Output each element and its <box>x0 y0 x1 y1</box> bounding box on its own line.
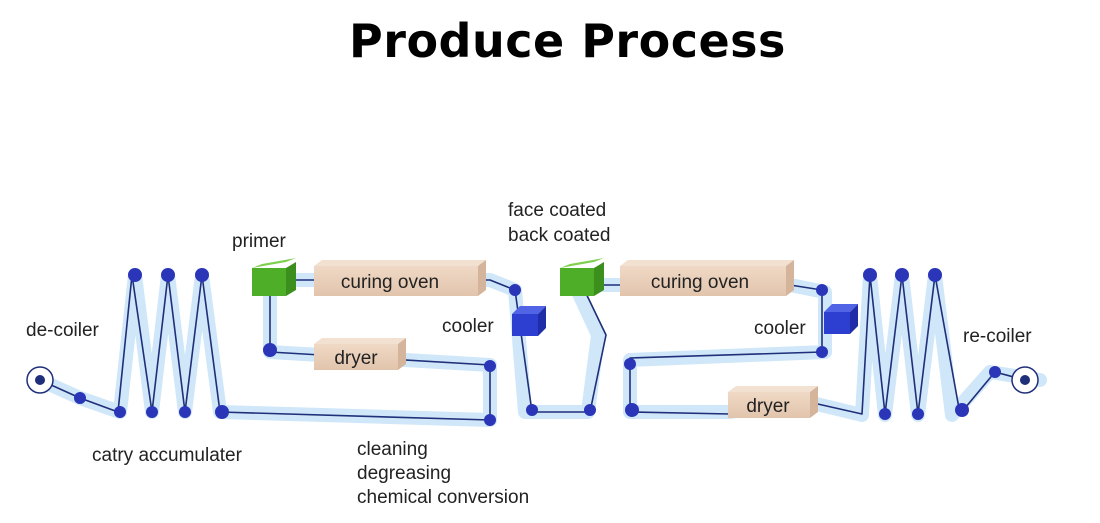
roller <box>989 366 1001 378</box>
decoiler-icon <box>26 366 54 394</box>
roller <box>816 284 828 296</box>
face-back-coater-icon <box>560 258 604 296</box>
rollers <box>74 268 1001 426</box>
roller <box>624 358 636 370</box>
process-line <box>39 274 1026 421</box>
roller <box>928 268 942 282</box>
recoiler-label: re-coiler <box>963 326 1032 347</box>
cleaning-label: cleaning <box>357 439 428 460</box>
roller <box>625 403 639 417</box>
degreasing-label: degreasing <box>357 463 451 484</box>
chemical-conversion-label: chemical conversion <box>357 487 529 508</box>
cooler-label: cooler <box>442 316 494 337</box>
roller <box>484 360 496 372</box>
roller <box>74 392 86 404</box>
curing-oven-label: curing oven <box>341 272 439 293</box>
cooler-label: cooler <box>754 318 806 339</box>
roller <box>526 404 538 416</box>
back-coated-label: back coated <box>508 225 610 246</box>
dryer-label: dryer <box>746 396 790 417</box>
decoiler-label: de-coiler <box>26 320 100 341</box>
roller <box>263 343 277 357</box>
primer-coater-icon <box>252 258 296 296</box>
belt-strip <box>33 268 1047 427</box>
roller <box>484 414 496 426</box>
face-coated-label: face coated <box>508 200 606 221</box>
roller <box>912 408 924 420</box>
roller <box>195 268 209 282</box>
curing-oven-box: curing oven <box>314 260 486 296</box>
dryer-label: dryer <box>334 348 378 369</box>
roller <box>895 268 909 282</box>
roller <box>146 406 158 418</box>
roller <box>215 405 229 419</box>
curing-oven-label: curing oven <box>651 272 749 293</box>
cooler-icon <box>824 304 858 334</box>
roller <box>816 346 828 358</box>
page-title: Produce Process <box>349 14 786 68</box>
dryer-box: dryer <box>728 386 818 418</box>
dryer-box: dryer <box>314 338 406 370</box>
catry-accumulater-label: catry accumulater <box>92 445 243 466</box>
roller <box>128 268 142 282</box>
roller <box>863 268 877 282</box>
roller <box>114 406 126 418</box>
roller <box>509 284 521 296</box>
recoiler-icon <box>1011 366 1039 394</box>
primer-label: primer <box>232 231 287 252</box>
roller <box>179 406 191 418</box>
curing-oven-box: curing oven <box>620 260 794 296</box>
roller <box>879 408 891 420</box>
roller <box>161 268 175 282</box>
roller <box>584 404 596 416</box>
cooler-icon <box>512 306 546 336</box>
roller <box>955 403 969 417</box>
